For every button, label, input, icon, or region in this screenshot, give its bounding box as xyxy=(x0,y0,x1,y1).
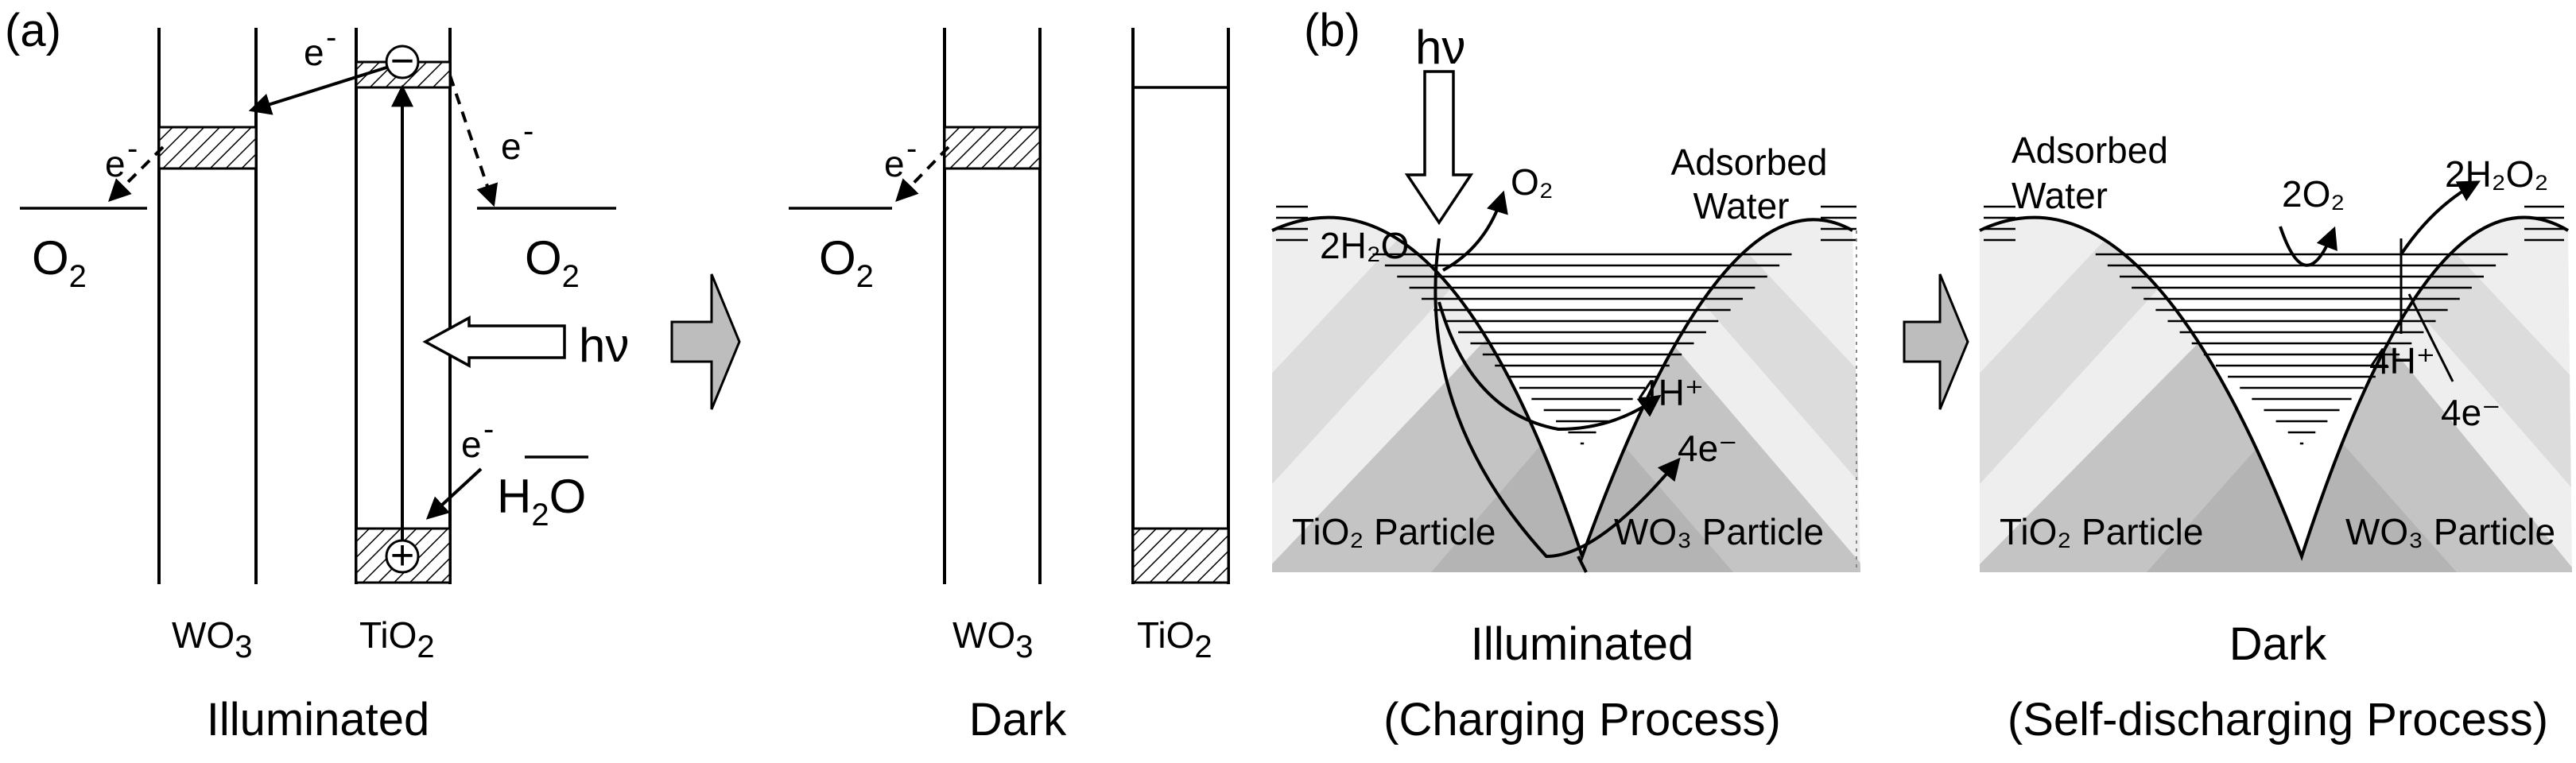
electron-label-top: e xyxy=(304,32,324,73)
wo3-particle-label-b: WO₃ Particle xyxy=(1614,511,1824,552)
particle-outline-dark xyxy=(1979,215,2570,562)
water-label-illum: Water xyxy=(1693,185,1790,227)
o2-label-b: O₂ xyxy=(1511,161,1554,203)
wo3-conduction-band-dark xyxy=(943,126,1042,170)
electron-arrow-b xyxy=(1433,238,1681,559)
wo3-to-o2-arrow xyxy=(108,145,165,202)
hv-label-b: hν xyxy=(1415,21,1465,74)
proton-arrow xyxy=(1437,301,1662,432)
o2-label-dark: O2 xyxy=(819,231,874,294)
tio2-particle-label-dark: TiO₂ Particle xyxy=(2000,511,2203,552)
oxygen-reduction-arrow xyxy=(2279,226,2337,267)
electron-line-dark xyxy=(2407,293,2454,382)
wo3-conduction-band-filled xyxy=(157,126,258,170)
panel-b-dark: Adsorbed Water 2O₂ 2H₂O₂ 4H⁺ 4e⁻ TiO₂ Pa… xyxy=(1979,130,2572,746)
wo3-label-a: WO3 xyxy=(172,614,252,664)
caption-illuminated-b-1: Illuminated xyxy=(1471,618,1693,670)
tio2-particle-label-b: TiO₂ Particle xyxy=(1292,511,1496,552)
caption-illuminated-b-2: (Charging Process) xyxy=(1383,694,1781,746)
protons-label-b: 4H⁺ xyxy=(1638,372,1704,413)
electrons-label-b: 4e⁻ xyxy=(1678,428,1737,469)
electron-sup-right: - xyxy=(523,114,533,149)
panel-a-dark: e - O2 WO3 TiO2 Dark xyxy=(789,28,1230,746)
caption-illuminated-a: Illuminated xyxy=(207,694,429,746)
light-input-arrow xyxy=(422,316,566,368)
minus-symbol: − xyxy=(390,38,414,84)
electron-sup-dark: - xyxy=(906,131,917,166)
tio2-valence-band-dark xyxy=(1131,527,1230,584)
caption-dark-b-2: (Self-discharging Process) xyxy=(2008,694,2548,746)
water-stripes-dark xyxy=(1984,205,2564,445)
transition-arrow-a xyxy=(670,273,741,410)
electron-sup-h2o: - xyxy=(483,412,494,447)
electron-sup-top: - xyxy=(326,20,336,55)
electron-transfer-arrow xyxy=(248,66,387,115)
electron-sup-left: - xyxy=(127,131,138,166)
panel-a-tag: (a) xyxy=(5,5,61,56)
h2o-electron-arrow xyxy=(425,467,483,520)
protons-label-dark: 4H⁺ xyxy=(2369,340,2435,382)
electron-label-dark: e xyxy=(884,143,905,184)
hv-label-a: hν xyxy=(579,319,629,372)
h2o2-label-dark: 2H₂O₂ xyxy=(2445,153,2548,195)
h2o2-arrow xyxy=(2399,180,2481,256)
wo3-particle-label-dark: WO₃ Particle xyxy=(2345,511,2555,552)
wo3-to-o2-arrow-dark xyxy=(895,145,950,203)
transition-arrow-b xyxy=(1903,273,1969,410)
o2-label-left: O2 xyxy=(32,231,87,294)
caption-dark-a: Dark xyxy=(969,694,1067,746)
o2-release-arrow xyxy=(1442,190,1508,272)
tio2-label-a: TiO2 xyxy=(359,614,435,664)
caption-dark-b-1: Dark xyxy=(2229,618,2327,670)
wo3-label-dark: WO3 xyxy=(952,614,1033,664)
adsorbed-label-illum: Adsorbed xyxy=(1671,141,1828,183)
panel-a-illuminated: (a) − + e - e - O2 e - O2 hν xyxy=(5,5,629,746)
adsorbed-water-illuminated xyxy=(1271,215,1853,573)
panel-b-illuminated: (b) hν 2H₂O O₂ Adsorbed Water 4H⁺ 4e xyxy=(1271,5,1860,746)
tio2-to-o2-arrow xyxy=(448,75,499,207)
electron-circle xyxy=(385,45,420,79)
electron-label-right: e xyxy=(501,126,522,167)
o2-label-right: O2 xyxy=(525,231,580,294)
h2o-label: H2O xyxy=(497,470,586,533)
water-label-dark: Water xyxy=(2012,175,2108,216)
electrons-label-dark: 4e⁻ xyxy=(2441,392,2500,433)
light-arrow-b xyxy=(1404,70,1474,226)
panel-b-tag: (b) xyxy=(1304,5,1360,56)
h2o-label-b: 2H₂O xyxy=(1320,225,1409,266)
electron-label-h2o: e xyxy=(461,424,482,465)
o2-label-dark-b: 2O₂ xyxy=(2282,173,2345,215)
adsorbed-label-dark: Adsorbed xyxy=(2012,130,2168,171)
electron-label-left: e xyxy=(105,143,126,184)
tio2-label-dark: TiO2 xyxy=(1137,614,1212,664)
